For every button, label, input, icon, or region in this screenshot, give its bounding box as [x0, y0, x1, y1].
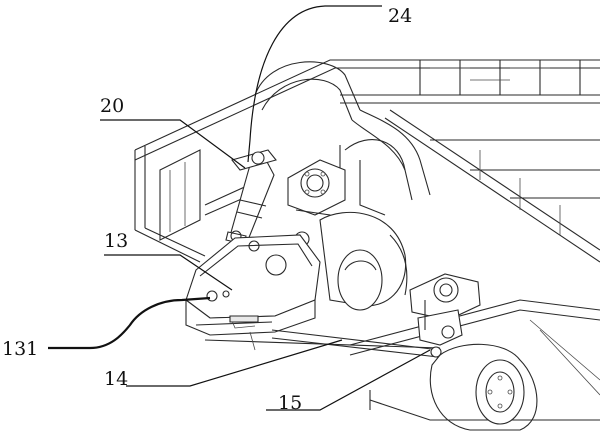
- leader-13: [104, 254, 233, 291]
- callout-20: 20: [100, 95, 124, 117]
- callout-14: 14: [104, 368, 128, 390]
- rear-wheel: [429, 343, 538, 431]
- callout-24: 24: [388, 5, 412, 27]
- leader-lines: [48, 5, 431, 411]
- callout-131: 131: [2, 338, 38, 360]
- callout-13: 13: [104, 230, 128, 252]
- callout-labels: 24 20 13 131 14 15: [2, 5, 412, 414]
- leader-15: [266, 349, 431, 411]
- linkage-bar: [204, 329, 441, 358]
- leader-131: [48, 296, 211, 350]
- central-drum: [319, 211, 408, 311]
- hitch-plate: [185, 234, 321, 336]
- leader-20: [100, 119, 246, 169]
- leader-14: [126, 339, 343, 387]
- right-bracket: [409, 273, 481, 358]
- actuator-cylinder: [225, 149, 277, 245]
- leader-24: [247, 5, 382, 163]
- callout-15: 15: [278, 392, 302, 414]
- upper-fender: [254, 61, 431, 216]
- chassis-frame: [134, 59, 600, 421]
